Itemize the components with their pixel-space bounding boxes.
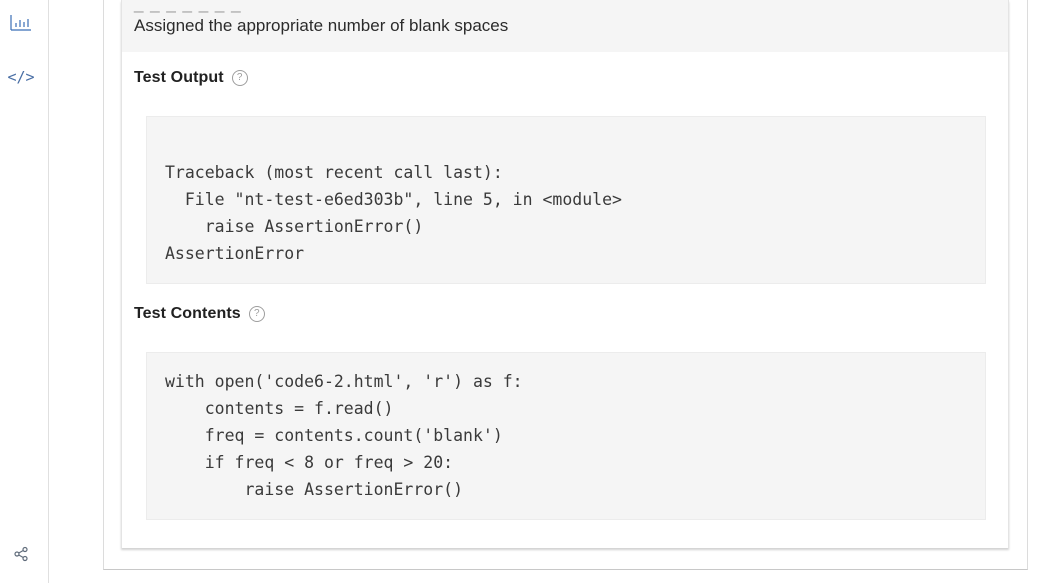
code-line: contents = f.read()	[165, 399, 394, 418]
share-icon-svg	[14, 546, 28, 562]
bar-chart-icon[interactable]	[8, 11, 34, 35]
test-contents-code-block: with open('code6-2.html', 'r') as f: con…	[146, 352, 986, 520]
left-icon-rail: </>	[0, 0, 49, 583]
help-icon[interactable]: ?	[248, 306, 265, 322]
share-icon[interactable]	[8, 542, 34, 566]
code-line: File "nt-test-e6ed303b", line 5, in <mod…	[165, 190, 622, 209]
code-line: raise AssertionError()	[165, 217, 424, 236]
test-contents-title: Test Contents	[134, 305, 241, 322]
code-icon[interactable]: </>	[7, 68, 35, 86]
test-description-header: _ _ _ _ _ _ _ Assigned the appropriate n…	[122, 0, 1008, 52]
help-icon[interactable]: ?	[231, 70, 248, 86]
bar-chart-icon-svg	[10, 15, 31, 31]
test-contents-header: Test Contents ?	[134, 303, 265, 325]
clipped-previous-line: _ _ _ _ _ _ _	[134, 0, 242, 13]
test-output-header: Test Output ?	[134, 67, 248, 89]
code-line: Traceback (most recent call last):	[165, 163, 503, 182]
code-line: freq = contents.count('blank')	[165, 426, 503, 445]
code-line: AssertionError	[165, 244, 305, 263]
code-line: with open('code6-2.html', 'r') as f:	[165, 372, 523, 391]
code-line: raise AssertionError()	[165, 480, 464, 499]
test-result-card: _ _ _ _ _ _ _ Assigned the appropriate n…	[121, 0, 1009, 548]
test-output-title: Test Output	[134, 69, 224, 86]
test-output-code-block: Traceback (most recent call last): File …	[146, 116, 986, 284]
test-description: Assigned the appropriate number of blank…	[134, 16, 509, 35]
code-line: if freq < 8 or freq > 20:	[165, 453, 454, 472]
